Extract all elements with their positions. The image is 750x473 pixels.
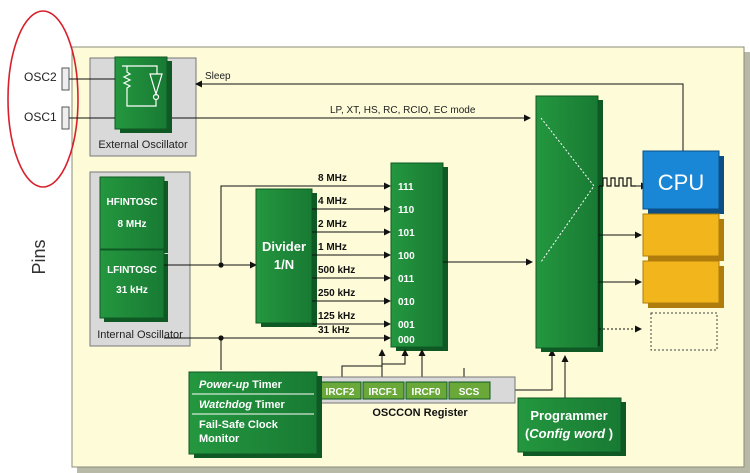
frequency-label: 8 MHz [318,173,347,184]
cpu-label: CPU [658,170,704,195]
register-bit-label: IRCF1 [369,387,398,398]
frequency-label: 125 kHz [318,311,355,322]
programmer-block: Programmer (Config word ) [517,355,626,456]
mux-code: 001 [398,320,415,331]
register-bit-label: IRCF2 [326,387,355,398]
register-bit-label: SCS [459,387,480,398]
divider-block: Divider 1/N [255,188,317,327]
programmer-label: Programmer [530,408,607,423]
oscillator-circuit-icon [122,65,163,107]
lfintosc-label: LFINTOSC [107,265,157,276]
clock-waveform-icon [599,177,636,187]
hfintosc-freq: 8 MHz [118,219,147,230]
config-word-label: (Config word ) [525,426,613,441]
frequency-label: 1 MHz [318,242,347,253]
mux-code: 000 [398,335,415,346]
powerup-timer-label: Power-up Timer [199,379,283,391]
mux-code: 100 [398,251,415,262]
external-oscillator-label: External Oscillator [98,139,188,151]
failsafe-label-line2: Monitor [199,433,240,445]
mux-code: 111 [398,182,414,193]
divider-outputs [312,205,391,328]
external-oscillator: External Oscillator [89,56,197,157]
register-bit [362,381,405,400]
pin-osc2: OSC2 [24,67,70,91]
divider-ratio: 1/N [274,257,294,272]
pins-label: Pins [29,239,49,274]
pins-highlight-ellipse [7,10,79,188]
peripheral-block [642,213,724,261]
lfintosc-freq: 31 kHz [116,285,148,296]
peripheral-placeholder [650,312,718,351]
frequency-label: 500 kHz [318,265,355,276]
sleep-signal: Sleep [195,71,684,152]
junction-dot [218,262,224,268]
watchdog-timer-label: Watchdog Timer [199,399,286,411]
hfintosc-label: HFINTOSC [107,197,158,208]
frequency-mux: 111 110 101 100 011 010 001 000 [390,162,448,351]
peripheral-block [642,260,724,308]
register-bit-label: IRCF0 [412,387,441,398]
failsafe-label-line1: Fail-Safe Clock [199,419,279,431]
frequency-label: 2 MHz [318,219,347,230]
junction-dot [218,335,224,341]
osc1-label: OSC1 [24,110,57,124]
internal-oscillator: HFINTOSC 8 MHz LFINTOSC 31 kHz Internal … [89,171,191,347]
osccon-register: IRCF2 IRCF1 IRCF0 SCS OSCCON Register [316,376,516,419]
sleep-label: Sleep [205,71,231,82]
mux-code: 010 [398,297,415,308]
osccon-control-wires [341,349,556,391]
internal-oscillator-label: Internal Oscillator [97,329,183,341]
mode-signal: LP, XT, HS, RC, RCIO, EC mode [172,105,531,122]
osc1-pad [61,106,70,130]
mux-code: 110 [398,205,415,216]
timers-block: Power-up Timer Watchdog Timer Fail-Safe … [188,371,322,458]
mux-code: 101 [398,228,415,239]
divider-label: Divider [262,239,306,254]
pin-osc1: OSC1 [24,106,70,130]
register-bit [448,381,491,400]
mode-label: LP, XT, HS, RC, RCIO, EC mode [330,105,476,116]
clock-selector [535,95,603,352]
frequency-label: 250 kHz [318,288,355,299]
register-bit [405,381,448,400]
frequency-label: 31 kHz [318,325,350,336]
osc2-pad [61,67,70,91]
osccon-label: OSCCON Register [372,407,468,419]
osc2-label: OSC2 [24,70,57,84]
frequency-labels: 8 MHz 4 MHz 2 MHz 1 MHz 500 kHz 250 kHz … [318,173,355,336]
internal-wires [164,182,391,370]
frequency-label: 4 MHz [318,196,347,207]
clock-output-wires [598,182,648,346]
cpu-block: CPU [642,150,724,214]
mux-code: 011 [398,274,415,285]
